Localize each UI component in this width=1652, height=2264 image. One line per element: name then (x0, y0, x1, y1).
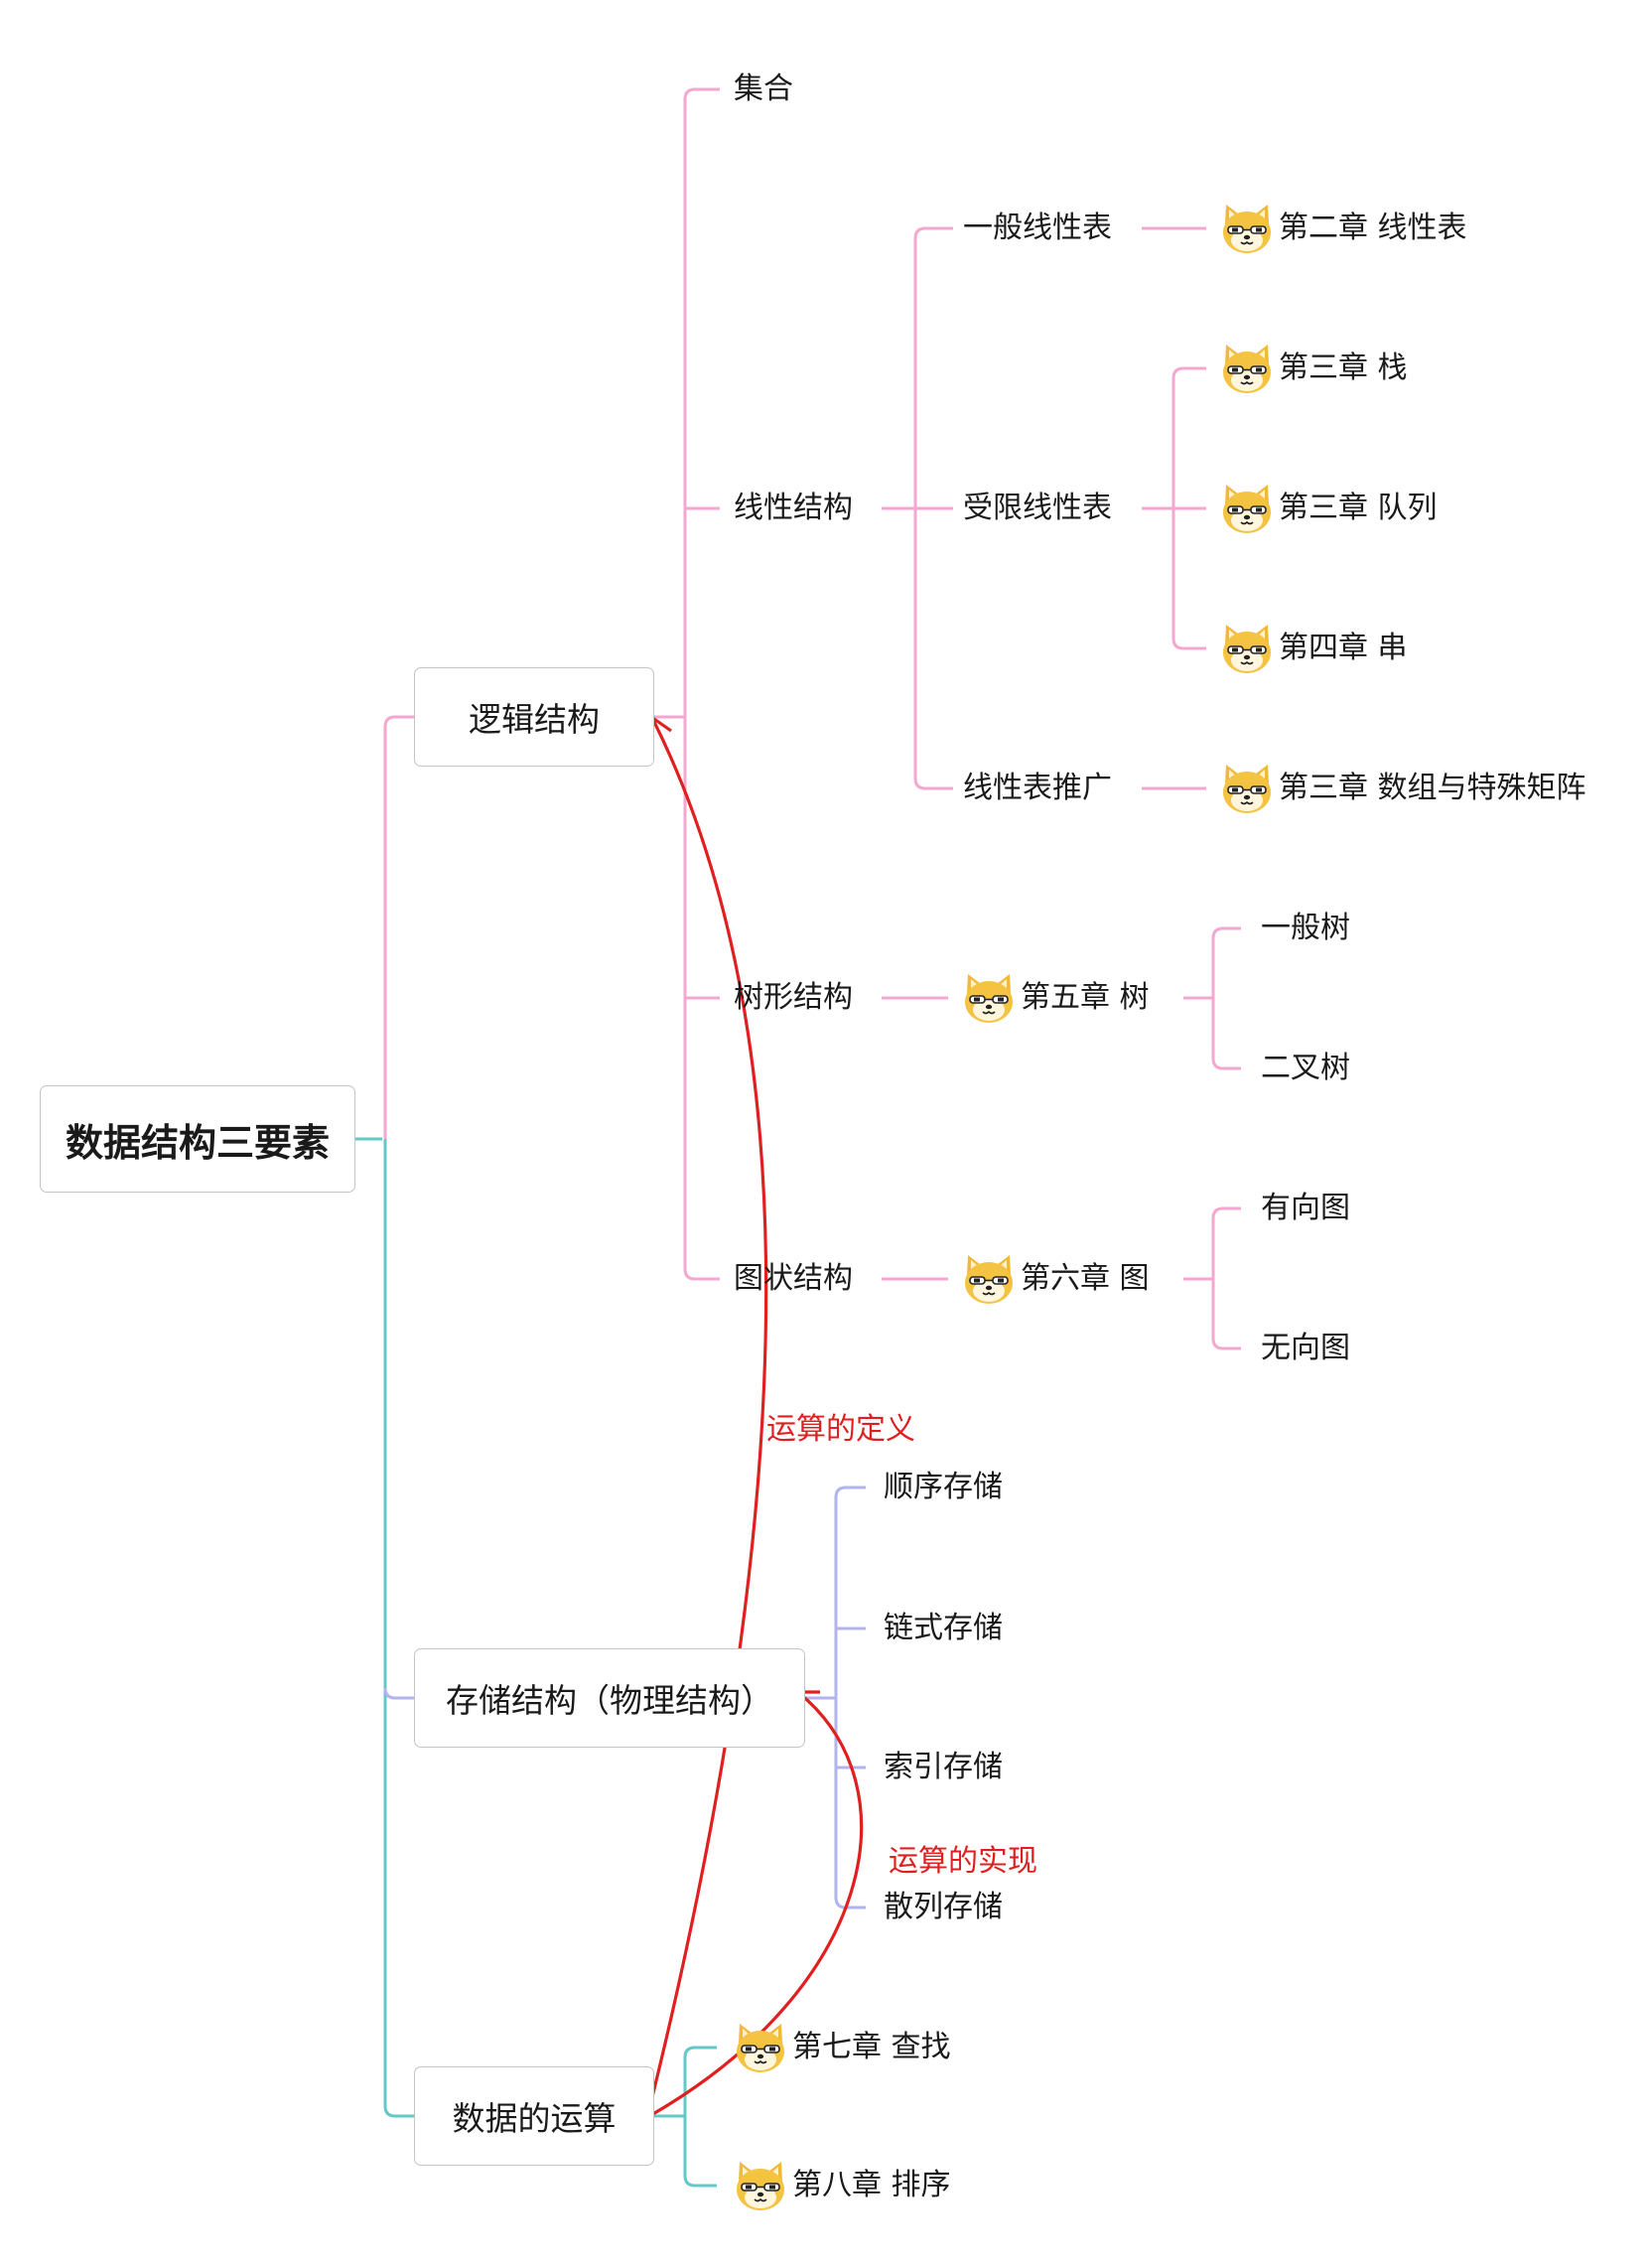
implementation-annotation: 运算的实现 (889, 1844, 1037, 1879)
chapter-sort-node[interactable]: 第八章 排序 (733, 2158, 951, 2213)
chapter-label: 第七章 查找 (792, 2030, 951, 2064)
chapter-string-node[interactable]: 第四章 串 (1219, 621, 1408, 676)
chapter-queue-node[interactable]: 第三章 队列 (1219, 481, 1438, 536)
chapter-label: 第二章 线性表 (1279, 211, 1467, 245)
linear-structure-node[interactable]: 线性结构 (734, 491, 853, 525)
shiba-doge-face-icon (1219, 621, 1275, 676)
root-to-storage-connector (383, 1687, 414, 1700)
chapter-graph-node[interactable]: 第六章 图 (961, 1251, 1150, 1307)
binary-tree-node[interactable]: 二叉树 (1261, 1051, 1350, 1085)
general-tree-node[interactable]: 一般树 (1261, 911, 1350, 945)
implementation-arrow (650, 1691, 864, 2117)
definition-annotation: 运算的定义 (766, 1412, 915, 1447)
root-to-logic-connector (383, 715, 414, 1139)
root-to-operation-connector (383, 1139, 414, 2118)
shiba-doge-face-icon (1219, 761, 1275, 816)
chapter-linear-list-node[interactable]: 第二章 线性表 (1219, 201, 1467, 256)
shiba-doge-face-icon (733, 2158, 788, 2213)
definition-arrow (645, 719, 767, 2118)
shiba-doge-face-icon (1219, 341, 1275, 396)
logic-branch-lines (654, 87, 1241, 1350)
hashed-storage-node[interactable]: 散列存储 (884, 1890, 1003, 1924)
tree-structure-node[interactable]: 树形结构 (734, 980, 853, 1015)
graph-structure-node[interactable]: 图状结构 (734, 1261, 853, 1296)
shiba-doge-face-icon (1219, 481, 1275, 536)
chapter-label: 第三章 数组与特殊矩阵 (1279, 771, 1586, 805)
chapter-search-node[interactable]: 第七章 查找 (733, 2020, 951, 2075)
chapter-label: 第三章 栈 (1279, 351, 1408, 385)
operation-node[interactable]: 数据的运算 (414, 2066, 654, 2166)
chapter-label: 第五章 树 (1021, 980, 1150, 1015)
general-linear-list-node[interactable]: 一般线性表 (963, 211, 1112, 245)
shiba-doge-face-icon (733, 2020, 788, 2075)
sequential-storage-node[interactable]: 顺序存储 (884, 1470, 1003, 1504)
undirected-graph-node[interactable]: 无向图 (1261, 1331, 1350, 1365)
shiba-doge-face-icon (961, 1251, 1017, 1307)
chapter-stack-node[interactable]: 第三章 栈 (1219, 341, 1408, 396)
storage-structure-node[interactable]: 存储结构（物理结构） (414, 1648, 805, 1748)
indexed-storage-node[interactable]: 索引存储 (884, 1750, 1003, 1784)
extended-linear-list-node[interactable]: 线性表推广 (963, 771, 1112, 805)
logic-structure-node[interactable]: 逻辑结构 (414, 667, 654, 767)
chapter-label: 第八章 排序 (792, 2168, 951, 2202)
restricted-linear-list-node[interactable]: 受限线性表 (963, 491, 1112, 525)
storage-branch-lines (805, 1486, 866, 1910)
chapter-array-node[interactable]: 第三章 数组与特殊矩阵 (1219, 761, 1586, 816)
chapter-label: 第三章 队列 (1279, 491, 1438, 525)
chapter-label: 第四章 串 (1279, 631, 1408, 665)
shiba-doge-face-icon (1219, 201, 1275, 256)
chapter-label: 第六章 图 (1021, 1261, 1150, 1296)
chapter-tree-node[interactable]: 第五章 树 (961, 970, 1150, 1026)
set-node[interactable]: 集合 (734, 71, 793, 106)
shiba-doge-face-icon (961, 970, 1017, 1026)
operation-branch-lines (654, 2046, 717, 2188)
root-node[interactable]: 数据结构三要素 (40, 1085, 355, 1193)
directed-graph-node[interactable]: 有向图 (1261, 1191, 1350, 1225)
linked-storage-node[interactable]: 链式存储 (884, 1611, 1003, 1645)
